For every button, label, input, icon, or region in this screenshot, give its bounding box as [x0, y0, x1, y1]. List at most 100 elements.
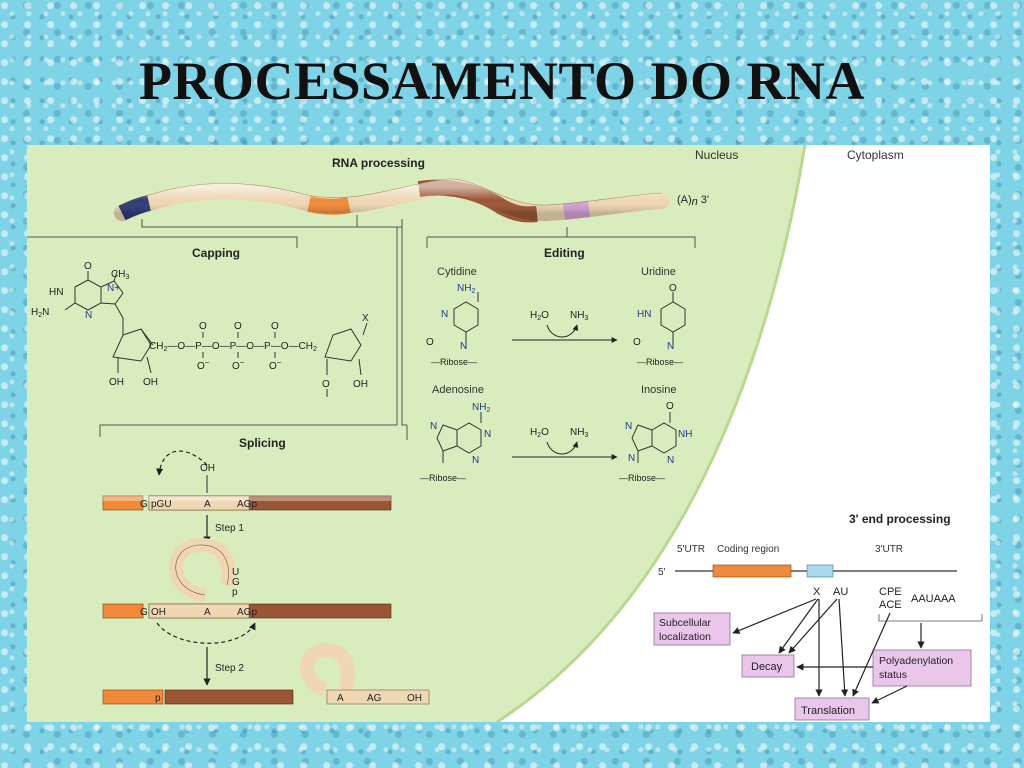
utr-element-box [806, 564, 834, 578]
rna-processing-title: RNA processing [332, 156, 425, 170]
backbone-ch2-left: CH2—O—P—O—P—O—P—O—CH2 [149, 341, 317, 353]
utr5-label: 5'UTR [677, 544, 705, 555]
row2-a: A [204, 607, 211, 618]
polyadenylation-label-1: Polyadenylation [879, 655, 953, 667]
n-c2: N [460, 341, 467, 352]
h2o-label-2: H2O [530, 427, 549, 439]
n-a3: N [430, 421, 437, 432]
ribose-2: —Ribose— [637, 357, 683, 367]
slide-title: PROCESSAMENTO DO RNA [138, 51, 866, 111]
phosphate-o-3: O [271, 321, 279, 332]
subcellular-box [653, 612, 731, 646]
row3-p: p [155, 693, 161, 704]
decay-box [741, 654, 795, 678]
editing-title: Editing [544, 246, 585, 260]
o-u2: O [633, 337, 641, 348]
lariat-u: U [232, 567, 239, 578]
spliced-mrna-row [102, 689, 294, 705]
au-element: AU [833, 586, 848, 598]
excised-lariat [299, 642, 355, 697]
phosphate-o-2: O [234, 321, 242, 332]
x-element: X [813, 586, 821, 598]
regulation-arrows [732, 598, 925, 704]
decay-label: Decay [751, 661, 783, 673]
five-prime-label: 5' [658, 567, 666, 578]
splicing-title: Splicing [239, 436, 286, 450]
n-i3: N [625, 421, 632, 432]
o-i1: O [666, 401, 674, 412]
step2-label: Step 2 [215, 663, 244, 674]
lariat-outline [175, 544, 229, 596]
pre-mrna-row [102, 495, 392, 511]
row3-ag: AG [367, 693, 382, 704]
polyadenylation-box [872, 649, 972, 687]
oh-label-1: OH [109, 377, 124, 388]
inosine-label: Inosine [641, 384, 676, 396]
nh2-cytidine: NH2 [457, 283, 475, 295]
n-a2: N [472, 455, 479, 466]
row2-g: G [140, 607, 148, 618]
coding-region-box [712, 564, 792, 578]
n-plus-label: N+ [107, 283, 120, 294]
oh-label-2: OH [143, 377, 158, 388]
n-i2: N [667, 455, 674, 466]
nuclear-envelope [496, 145, 807, 722]
auuaaa-element: AAUAAA [911, 593, 956, 605]
ribose-4: —Ribose— [619, 473, 665, 483]
hn-label: HN [49, 287, 63, 298]
o-u1: O [669, 283, 677, 294]
utr3-label: 3'UTR [875, 544, 903, 555]
ribose-3: —Ribose— [420, 473, 466, 483]
o-dash-label: O [322, 379, 330, 390]
end-processing-title: 3' end processing [849, 512, 951, 526]
editing-rings [436, 292, 686, 463]
h2n-label: H2N [31, 307, 49, 319]
editing-curve-1 [546, 324, 579, 338]
translation-label: Translation [801, 705, 855, 717]
adenosine-label: Adenosine [432, 384, 484, 396]
row1-pgu: pGU [151, 499, 172, 510]
h2o-label-1: H2O [530, 310, 549, 322]
excised-intron [326, 689, 430, 705]
nh-inosine: NH [678, 429, 692, 440]
row1-a: A [204, 499, 211, 510]
nh3-label-1: NH3 [570, 310, 588, 322]
row1-g: G [140, 499, 148, 510]
cap-structure [64, 271, 368, 397]
nucleus-label: Nucleus [695, 148, 738, 162]
poly-a-bracket [878, 614, 983, 622]
coding-label: Coding region [717, 544, 779, 555]
hn-uridine: HN [637, 309, 651, 320]
row1-agp: AGp [237, 499, 257, 510]
row2-oh: OH [151, 607, 166, 618]
mrna-molecule [114, 178, 670, 223]
nh2-adenosine: NH2 [472, 402, 490, 414]
editing-curve-2 [546, 441, 579, 455]
subcellular-label-1: Subcellular [659, 617, 711, 629]
phosphate-o-1: O [199, 321, 207, 332]
x-label: X [362, 313, 369, 324]
n-c1: N [441, 309, 448, 320]
splice-attack-curve [156, 450, 208, 476]
splice-step2-curve [156, 622, 256, 644]
n-u2: N [667, 341, 674, 352]
row2-agp: AGp [237, 607, 257, 618]
ch3-label: CH3 [111, 269, 129, 281]
n-label: N [85, 310, 92, 321]
ribose-1: —Ribose— [431, 357, 477, 367]
ace-element: ACE [879, 599, 902, 611]
lariat-p: p [232, 587, 238, 598]
n-i4: N [628, 453, 635, 464]
row3-a: A [337, 693, 344, 704]
n-a1: N [484, 429, 491, 440]
cytidine-label: Cytidine [437, 266, 477, 278]
phosphate-bonds [202, 332, 276, 358]
o-c1: O [426, 337, 434, 348]
lariat-g: G [232, 577, 240, 588]
o-label: O [84, 261, 92, 272]
row3-oh: OH [407, 693, 422, 704]
capping-title: Capping [192, 246, 240, 260]
